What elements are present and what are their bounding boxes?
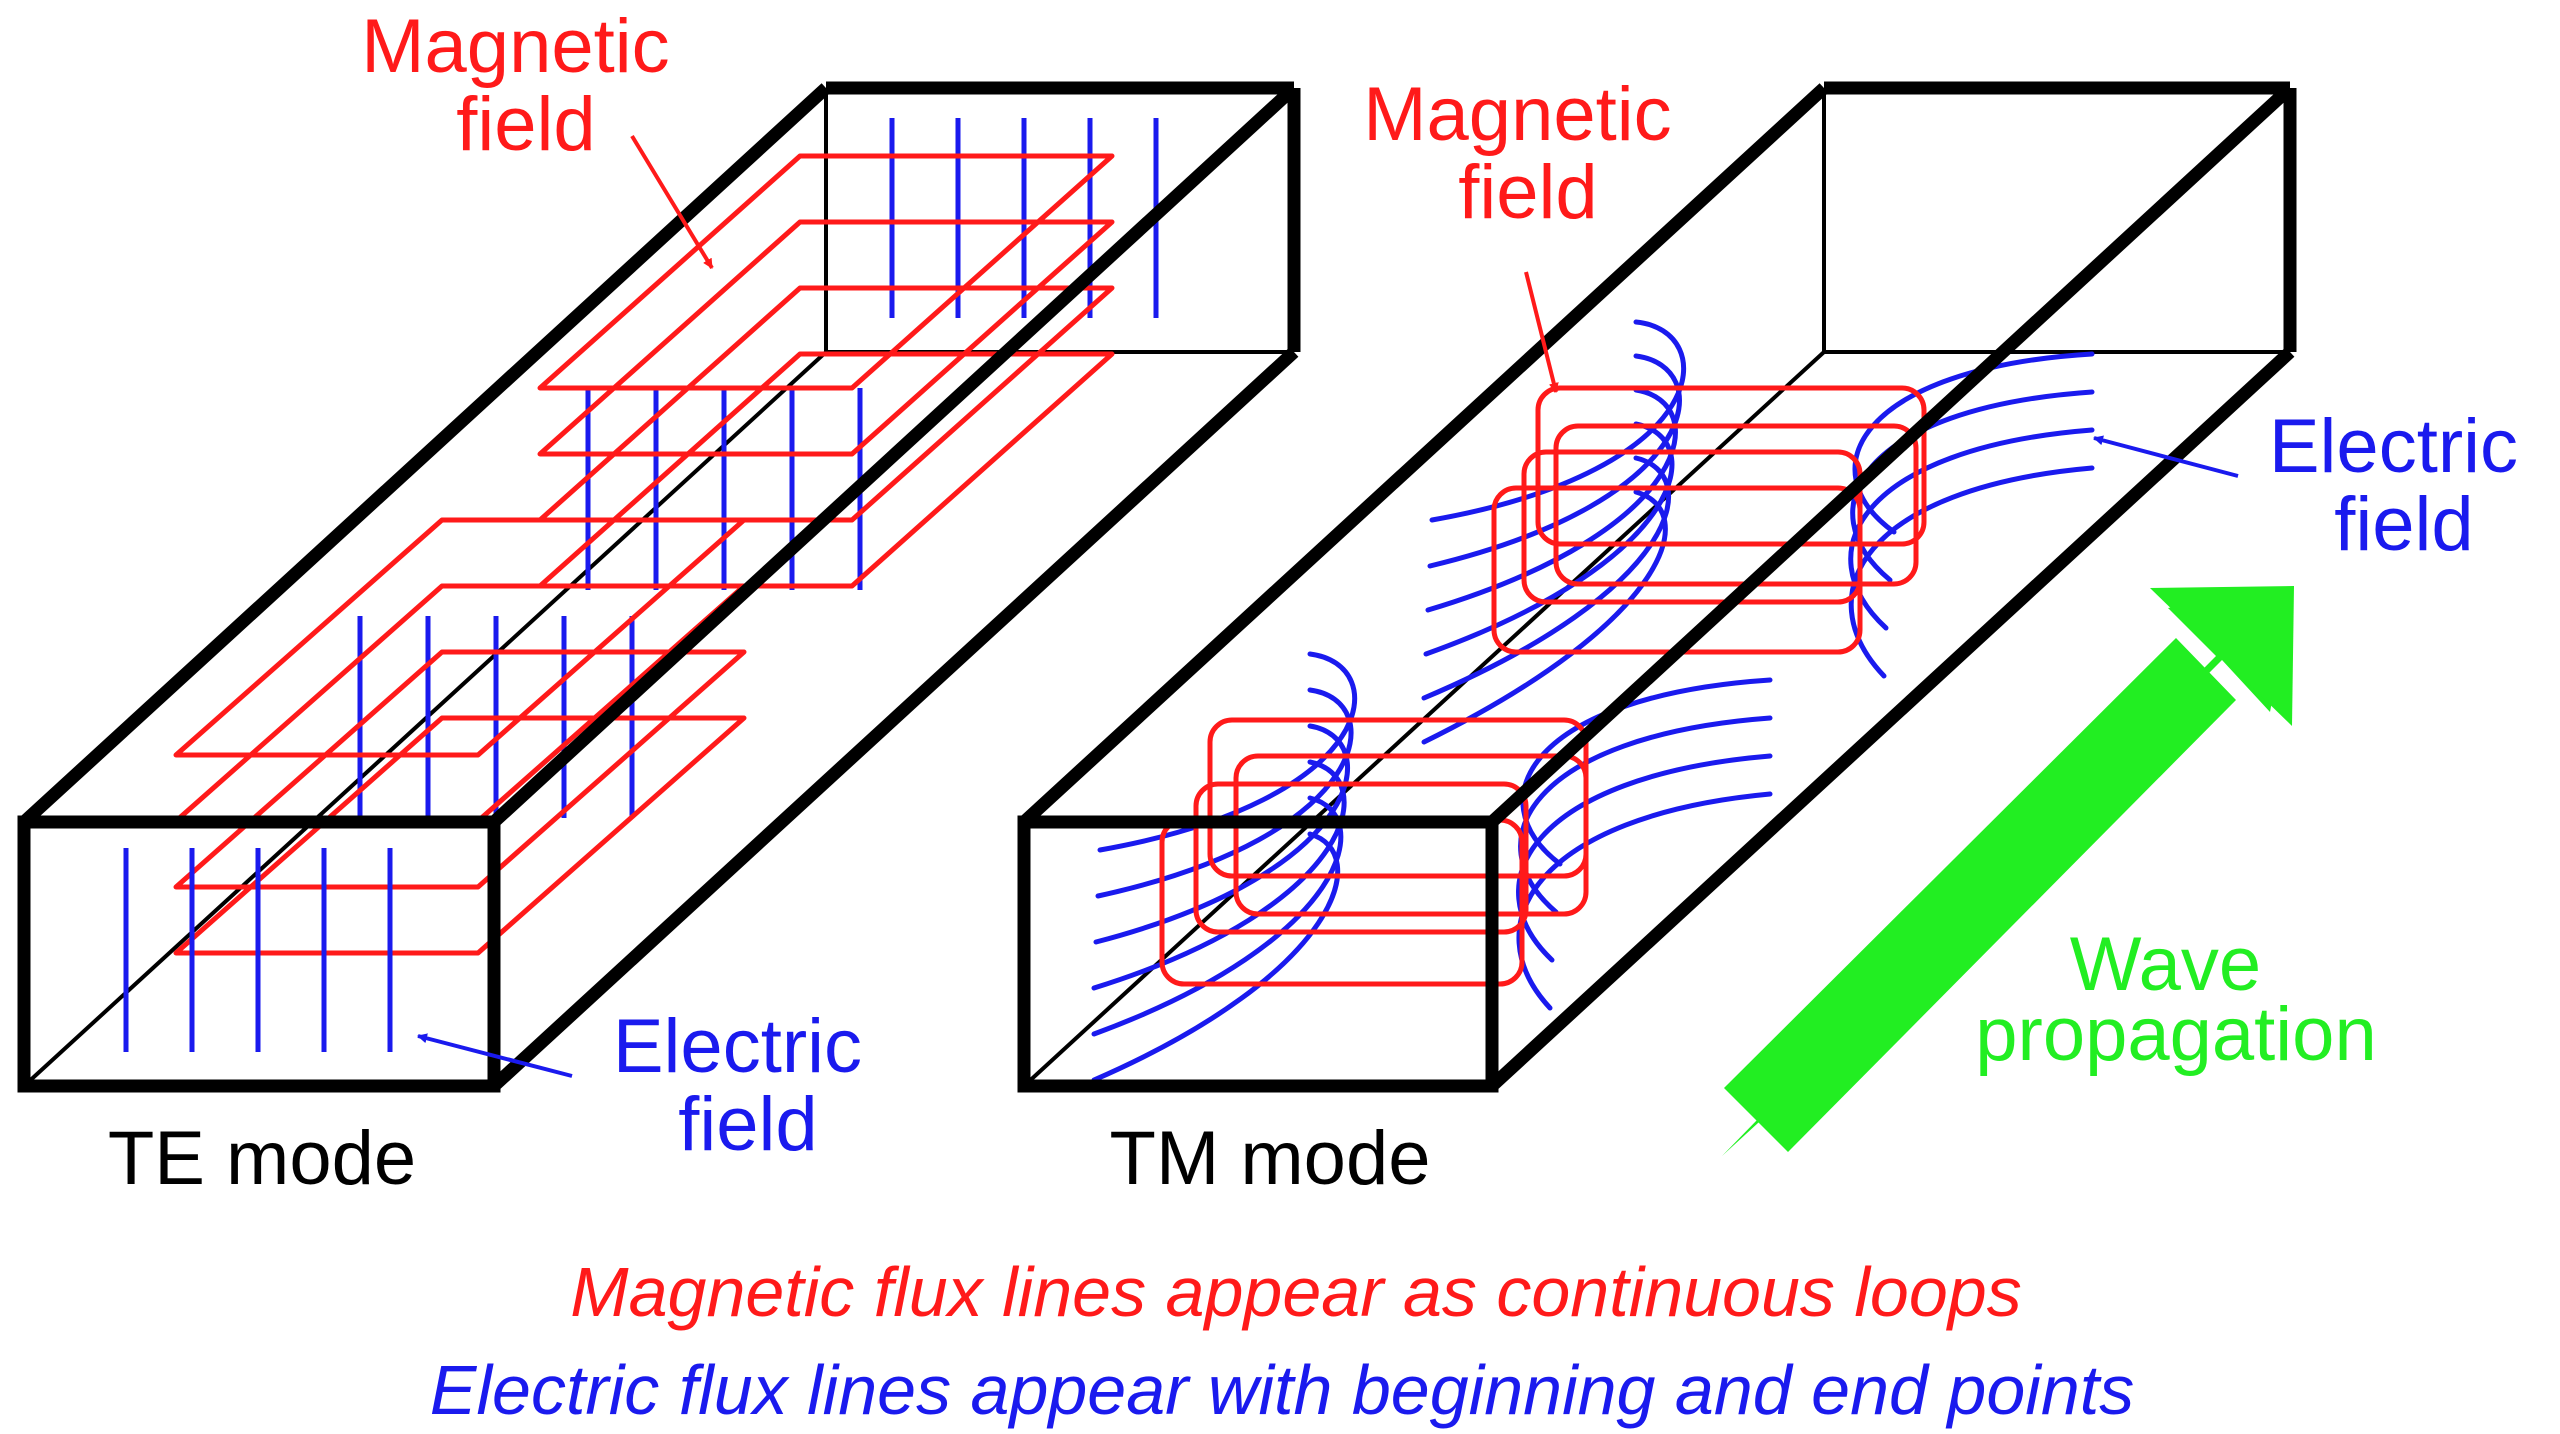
te-magnetic-loops	[173, 153, 1115, 956]
tm-outline	[1017, 81, 2297, 1093]
te-electric-lines-front	[123, 848, 393, 1052]
tm-mode-label: TM mode	[1110, 1116, 1431, 1201]
te-mode-label: TE mode	[108, 1116, 416, 1201]
te-magnetic-label: Magnetic field	[361, 4, 691, 167]
tm-waveguide: Magnetic field Electric field TM mode	[1017, 72, 2539, 1201]
te-electric-label: Electric field	[613, 1004, 883, 1167]
te-electric-pointer	[417, 1033, 573, 1078]
propagation-arrow-head	[2150, 586, 2294, 726]
tm-magnetic-pointer	[1524, 271, 1559, 393]
wave-propagation-arrow	[1722, 586, 2294, 1156]
tm-magnetic-loops	[1159, 385, 1927, 987]
tm-magnetic-label: Magnetic field	[1363, 72, 1693, 235]
tm-electric-label: Electric field	[2269, 404, 2539, 567]
te-magnetic-pointer	[630, 134, 714, 270]
te-outline	[17, 81, 1301, 1093]
tm-electric-pointer	[2093, 435, 2239, 478]
caption-magnetic: Magnetic flux lines appear as continuous…	[570, 1253, 2021, 1331]
caption-electric: Electric flux lines appear with beginnin…	[430, 1351, 2134, 1429]
propagation-label: Wave propagation	[1975, 922, 2376, 1077]
te-waveguide: Magnetic field Electric field TE mode	[17, 4, 1301, 1201]
propagation-arrow-body	[1724, 638, 2236, 1152]
